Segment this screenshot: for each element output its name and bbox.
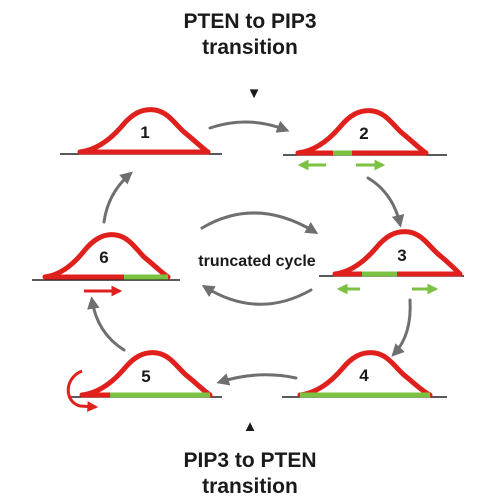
- cell-4-number: 4: [359, 366, 369, 385]
- cell-4: 4: [297, 350, 433, 398]
- cell-4-membrane: [297, 350, 433, 398]
- arrow-5-to-6: [87, 296, 126, 352]
- cell-2-membrane: [295, 108, 429, 156]
- truncated-cycle: truncated cycle: [198, 211, 319, 306]
- cell-6-membrane: [42, 232, 171, 280]
- arrow-4-to-5: [216, 373, 298, 386]
- cell-6-number: 6: [99, 248, 108, 267]
- cell-3-number: 3: [397, 246, 406, 265]
- cell-5-membrane: [79, 350, 213, 398]
- arrow-3-to-4: [391, 298, 412, 357]
- top-transition-marker: ▼: [247, 85, 262, 102]
- cell-5: 5: [66, 350, 213, 412]
- cell-5-retraction-arrow: [66, 369, 99, 412]
- cell-6: 6: [42, 232, 171, 297]
- arrow-1-to-2: [208, 120, 290, 133]
- cell-1-number: 1: [140, 123, 149, 142]
- top-caption-line2: transition: [202, 36, 298, 59]
- top-caption-line1: PTEN to PIP3: [183, 10, 317, 33]
- outer-cycle-arrows: [87, 120, 412, 386]
- cell-3-membrane: [332, 229, 463, 277]
- bottom-caption-line2: transition: [202, 475, 298, 498]
- arrow-6-to-1: [102, 171, 133, 224]
- truncated-cycle-arrow-top: [200, 211, 319, 234]
- truncated-cycle-label: truncated cycle: [198, 253, 315, 270]
- cell-3: 3: [332, 229, 463, 295]
- bottom-transition-marker: ▲: [243, 418, 258, 435]
- cell-1: 1: [77, 107, 211, 155]
- cell-1-membrane: [77, 107, 211, 155]
- cell-2-number: 2: [359, 124, 368, 143]
- truncated-cycle-arrow-bottom: [201, 285, 313, 306]
- cell-2: 2: [295, 108, 429, 171]
- cell-5-number: 5: [141, 367, 150, 386]
- arrow-2-to-3: [366, 176, 405, 228]
- bottom-caption-line1: PIP3 to PTEN: [183, 449, 317, 472]
